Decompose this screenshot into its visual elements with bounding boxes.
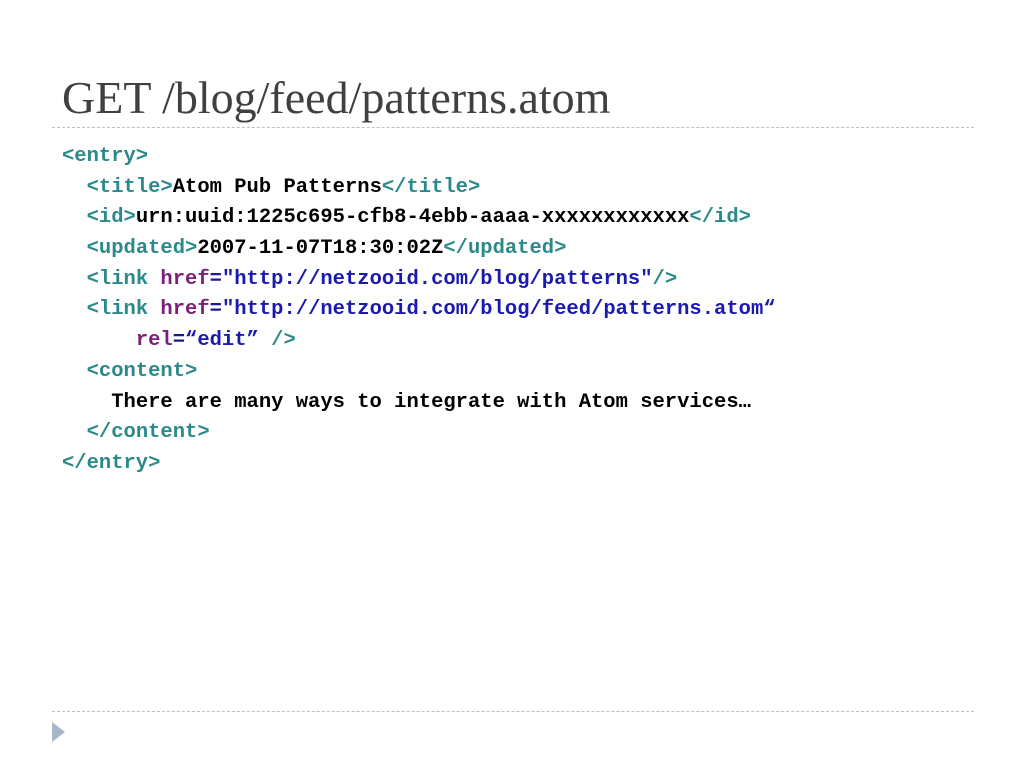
title-close-tag: </title> bbox=[381, 175, 481, 199]
slide-title: GET /blog/feed/patterns.atom bbox=[62, 72, 611, 123]
code-line-title: <title>Atom Pub Patterns</title> bbox=[62, 173, 776, 204]
updated-value: 2007-11-07T18:30:02Z bbox=[197, 237, 444, 261]
link2-equals: = bbox=[209, 298, 222, 322]
link2-close-tag: /> bbox=[258, 329, 296, 353]
link1-close-tag: /> bbox=[652, 267, 678, 291]
id-value: urn:uuid:1225c695-cfb8-4ebb-aaaa-xxxxxxx… bbox=[135, 206, 690, 230]
updated-close-tag: </updated> bbox=[443, 237, 567, 261]
link2-rel-equals: = bbox=[172, 329, 186, 353]
link2-href-attr: href bbox=[160, 298, 210, 322]
link1-open-tag: <link bbox=[86, 267, 161, 291]
code-line-id: <id>urn:uuid:1225c695-cfb8-4ebb-aaaa-xxx… bbox=[62, 203, 776, 234]
id-close-tag: </id> bbox=[689, 206, 751, 230]
code-line-link2-rel: rel=“edit” /> bbox=[62, 326, 776, 357]
code-block: <entry> <title>Atom Pub Patterns</title>… bbox=[62, 142, 776, 480]
code-line-content-open: <content> bbox=[62, 357, 776, 388]
link1-equals: = bbox=[209, 267, 222, 291]
title-open-tag: <title> bbox=[86, 175, 173, 199]
link2-href-value: "http://netzooid.com/blog/feed/patterns.… bbox=[221, 298, 776, 322]
link1-href-value: "http://netzooid.com/blog/patterns" bbox=[221, 267, 653, 291]
entry-close-tag: </entry> bbox=[62, 451, 161, 475]
link2-open-tag: <link bbox=[86, 298, 161, 322]
code-line-entry-open: <entry> bbox=[62, 142, 776, 173]
link1-href-attr: href bbox=[160, 267, 210, 291]
triangle-right-icon[interactable] bbox=[52, 722, 65, 742]
link2-rel-attr: rel bbox=[135, 329, 173, 353]
code-line-link2: <link href="http://netzooid.com/blog/fee… bbox=[62, 295, 776, 326]
footer-divider bbox=[52, 711, 974, 712]
id-open-tag: <id> bbox=[86, 206, 136, 230]
link2-rel-value: “edit” bbox=[185, 329, 259, 353]
code-line-entry-close: </entry> bbox=[62, 449, 776, 480]
code-line-updated: <updated>2007-11-07T18:30:02Z</updated> bbox=[62, 234, 776, 265]
entry-open-tag: <entry> bbox=[62, 145, 149, 168]
code-line-content-text: There are many ways to integrate with At… bbox=[62, 388, 776, 419]
content-close-tag: </content> bbox=[86, 421, 210, 445]
updated-open-tag: <updated> bbox=[86, 237, 198, 261]
code-line-content-close: </content> bbox=[62, 418, 776, 449]
title-value: Atom Pub Patterns bbox=[172, 175, 382, 199]
content-open-tag: <content> bbox=[86, 359, 198, 383]
content-text: There are many ways to integrate with At… bbox=[111, 390, 751, 414]
code-line-link1: <link href="http://netzooid.com/blog/pat… bbox=[62, 265, 776, 296]
title-divider bbox=[52, 127, 974, 128]
